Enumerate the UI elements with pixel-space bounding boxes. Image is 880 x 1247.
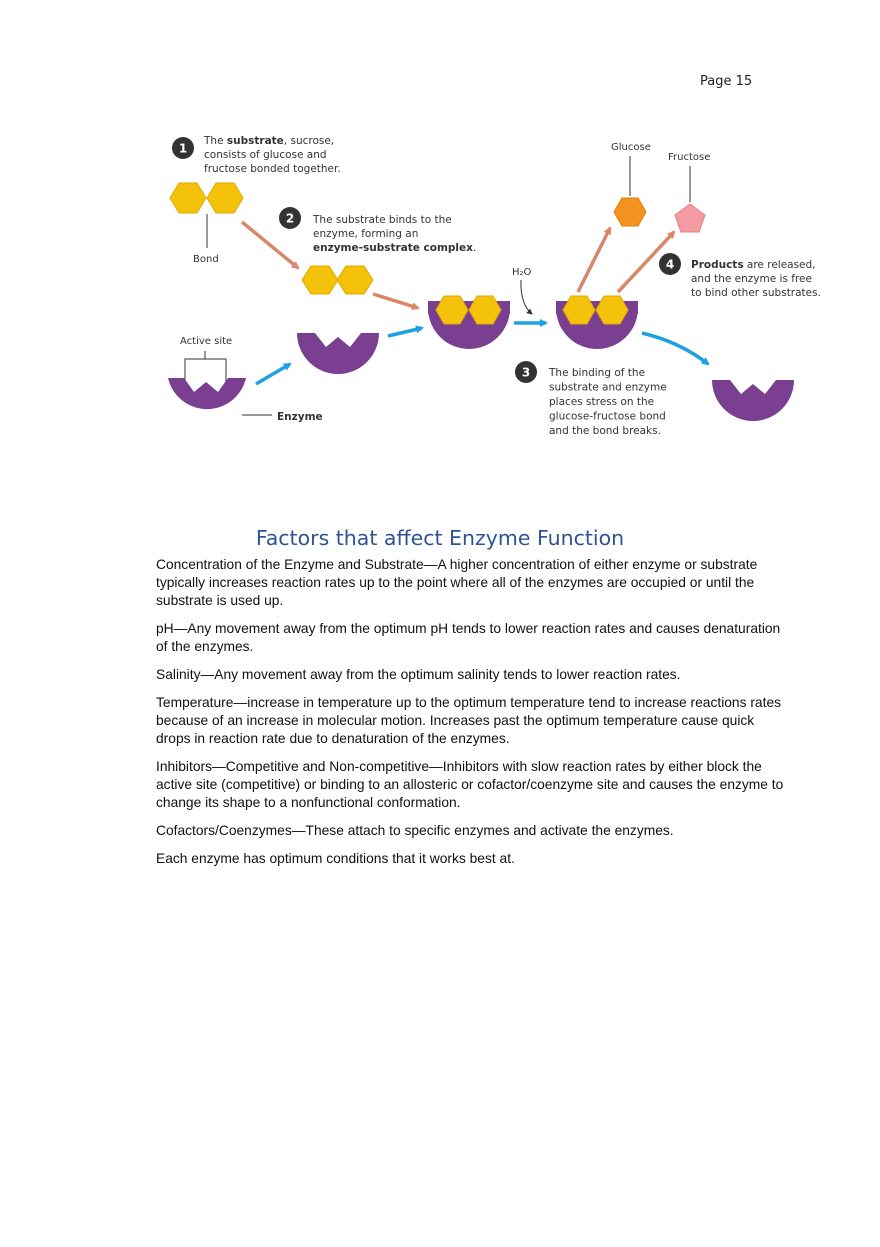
step-4-text: Products are released, and the enzyme is…	[691, 259, 821, 299]
step-2-badge: 2	[279, 207, 301, 229]
enzyme-approaching	[297, 333, 379, 374]
step-2-text: The substrate binds to the enzyme, formi…	[312, 214, 476, 254]
paragraph-inhibitors: Inhibitors—Competitive and Non-competiti…	[156, 759, 784, 810]
glucose-molecule	[613, 197, 647, 227]
paragraph-concentration: Concentration of the Enzyme and Substrat…	[156, 557, 758, 608]
enzyme-substrate-complex	[428, 295, 510, 349]
step-1-text: The substrate, sucrose, consists of gluc…	[203, 135, 341, 175]
glucose-label: Glucose	[611, 142, 651, 153]
step-4-badge: 4	[659, 253, 681, 275]
arrow-enzyme-approach	[255, 362, 292, 386]
substrate-sucrose-approaching	[301, 265, 374, 295]
arrow-enzyme-release	[641, 331, 710, 366]
svg-text:4: 4	[666, 258, 674, 272]
section-body: Concentration of the Enzyme and Substrat…	[156, 556, 786, 878]
arrow-fructose-release	[616, 230, 676, 294]
bond-label: Bond	[193, 254, 219, 265]
svg-text:1: 1	[179, 142, 187, 156]
active-site-bracket	[184, 351, 227, 390]
enzyme-substrate-stressed	[556, 295, 638, 349]
fructose-molecule	[674, 203, 706, 233]
svg-text:2: 2	[286, 212, 294, 226]
enzyme-label: Enzyme	[277, 411, 323, 423]
paragraph-temperature: Temperature—increase in temperature up t…	[156, 695, 782, 746]
active-site-label: Active site	[180, 336, 232, 347]
paragraph-salinity: Salinity—Any movement away from the opti…	[156, 667, 681, 682]
water-pointer	[520, 279, 533, 315]
paragraph-ph: pH—Any movement away from the optimum pH…	[156, 621, 781, 654]
paragraph-cofactors: Cofactors/Coenzymes—These attach to spec…	[156, 823, 674, 838]
enzyme-free	[168, 378, 246, 410]
arrow-substrate-approach	[240, 220, 300, 270]
fructose-label: Fructose	[668, 152, 710, 163]
section-heading: Factors that affect Enzyme Function	[255, 526, 625, 550]
step-3-badge: 3	[515, 361, 537, 383]
arrow-enzyme-binding	[387, 325, 424, 338]
step-1-badge: 1	[172, 137, 194, 159]
arrow-substrate-binding	[372, 292, 420, 311]
diagram-canvas: 1 The substrate, sucrose, consists of gl…	[168, 135, 821, 437]
enzyme-substrate-diagram: 1 The substrate, sucrose, consists of gl…	[160, 128, 830, 478]
step-3-text: The binding of the substrate and enzyme …	[548, 367, 670, 437]
water-label: H₂O	[512, 267, 532, 278]
svg-text:3: 3	[522, 366, 530, 380]
page-number: Page 15	[700, 74, 753, 89]
paragraph-optimum: Each enzyme has optimum conditions that …	[156, 851, 515, 866]
enzyme-released	[712, 380, 794, 421]
substrate-sucrose-free	[169, 182, 244, 214]
arrow-glucose-release	[576, 226, 612, 293]
